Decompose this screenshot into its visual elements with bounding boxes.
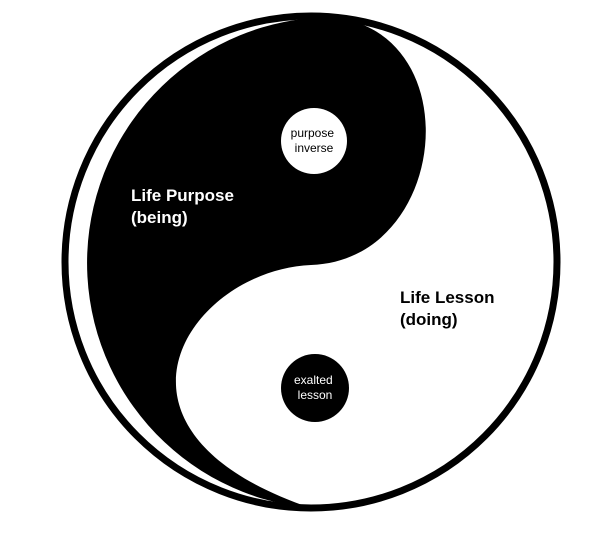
life-lesson-line2: (doing) bbox=[400, 310, 458, 329]
exalted-lesson-dot bbox=[281, 354, 349, 422]
life-lesson-line1: Life Lesson bbox=[400, 288, 494, 307]
life-lesson-label: Life Lesson (doing) bbox=[400, 288, 499, 329]
purpose-inverse-line1: purpose bbox=[291, 126, 335, 140]
life-purpose-line2: (being) bbox=[131, 208, 188, 227]
purpose-inverse-line2: inverse bbox=[295, 141, 334, 155]
purpose-inverse-dot bbox=[281, 108, 347, 174]
life-purpose-line1: Life Purpose bbox=[131, 186, 234, 205]
exalted-lesson-line2: lesson bbox=[298, 388, 333, 402]
purpose-inverse-label: purpose inverse bbox=[291, 126, 338, 155]
exalted-lesson-label: exalted lesson bbox=[294, 373, 336, 402]
life-purpose-label: Life Purpose (being) bbox=[131, 186, 239, 227]
exalted-lesson-line1: exalted bbox=[294, 373, 333, 387]
